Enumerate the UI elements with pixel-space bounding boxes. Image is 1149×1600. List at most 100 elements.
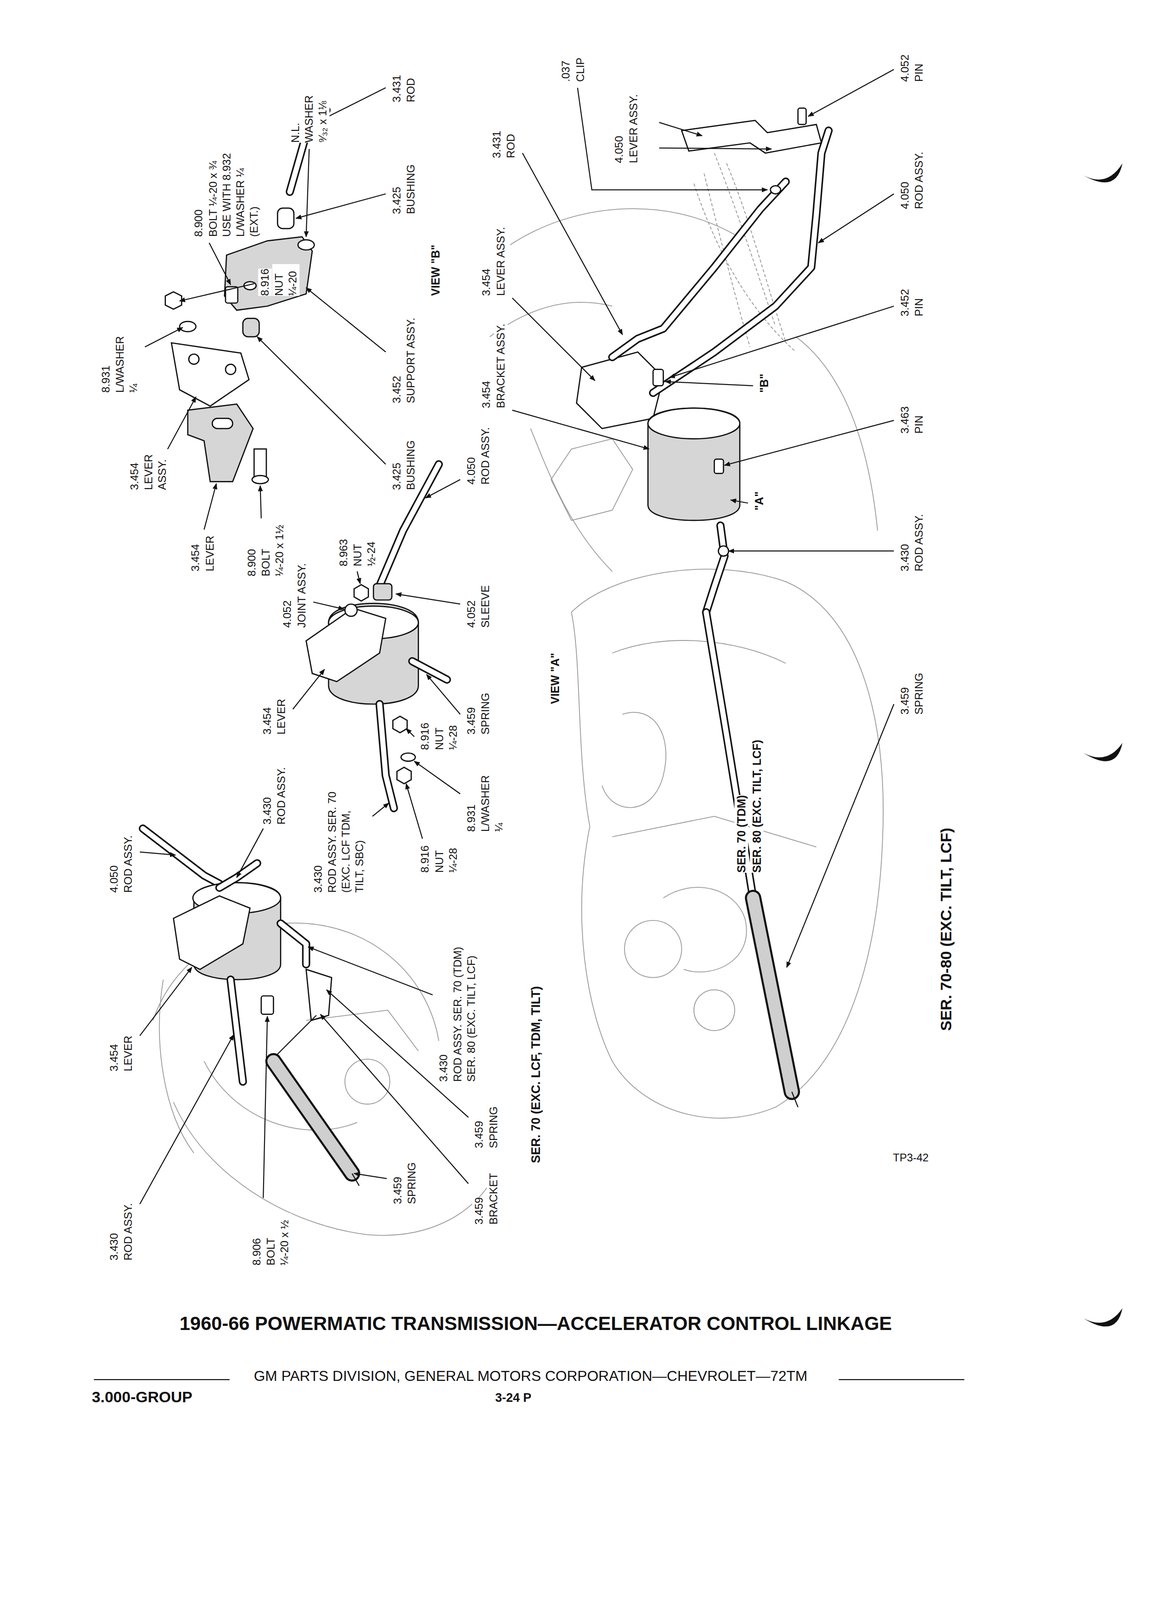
callout-number: 8.906: [249, 1238, 264, 1266]
lever-assembly: [171, 342, 250, 406]
transmission-outline: [571, 569, 884, 1119]
joint: [344, 604, 358, 617]
leader-line: [665, 381, 754, 386]
label-holder: BRACKET: [486, 1173, 501, 1225]
callout-number: 3.452: [898, 289, 912, 317]
label-holder: ROD ASSY.: [121, 1202, 135, 1260]
engine-outline: [795, 336, 878, 531]
rod: [706, 525, 725, 613]
leader-line: [522, 153, 623, 335]
label-holder: 8.906: [249, 1238, 264, 1266]
label-holder: SPRING: [478, 692, 493, 735]
leader-line: [395, 594, 460, 605]
label-holder: LEVER ASSY.: [626, 94, 641, 164]
callout-number: 3.430: [260, 797, 275, 825]
callout-number: 3.425: [389, 462, 404, 490]
engine-outline: [612, 640, 786, 664]
part-name: SLEEVE: [478, 584, 493, 628]
label-holder: 3-24 P: [495, 1389, 532, 1406]
rod: [230, 979, 243, 1082]
callout-number: 3.430: [107, 1233, 121, 1261]
part-name: ROD ASSY.: [912, 514, 926, 572]
leader-line: [724, 420, 895, 466]
label-holder: 3.454: [188, 544, 203, 572]
label-holder: ROD ASSY. SER. 70 (TDM) SER. 80 (EXC. TI…: [450, 945, 479, 1082]
part-name: SPRING: [486, 1106, 501, 1149]
leader-line: [139, 851, 176, 855]
bushing: [277, 208, 295, 229]
part-name: BUSHING: [404, 439, 418, 490]
engine-sketch: [489, 153, 884, 1119]
part-name: NUT ¼-28: [432, 840, 460, 873]
rod: [612, 181, 786, 358]
series-note: SER. 70 (TDM): [734, 794, 749, 873]
label-holder: 3.459: [390, 1176, 405, 1204]
part-name: ROD ASSY.: [121, 835, 135, 893]
nut: [165, 291, 182, 310]
view-label: VIEW "A": [548, 653, 562, 705]
label-holder: 3.454: [479, 268, 494, 296]
spring: [273, 1061, 353, 1174]
lever-slot: [212, 418, 233, 429]
wire: [704, 173, 750, 348]
label-holder: LEVER: [203, 535, 217, 572]
label-holder: 8.900: [191, 209, 206, 237]
label-holder: 3.430: [311, 865, 325, 893]
label-holder: 4.052: [280, 600, 295, 628]
label-holder: JOINT ASSY.: [294, 563, 309, 628]
label-holder: SER. 70-80 (EXC. TILT, LCF): [936, 827, 955, 1031]
leader-line: [236, 828, 264, 878]
engine-outline: [663, 887, 747, 972]
part-name: BRACKET: [486, 1173, 501, 1225]
label-holder: ROD ASSY. SER. 70 (EXC. LCF TDM, TILT, S…: [325, 788, 367, 893]
spring: [412, 661, 447, 680]
leader-line: [659, 122, 702, 136]
label-holder: SPRING: [912, 672, 926, 715]
leader-line: [292, 669, 325, 710]
callout-number: 3.463: [898, 406, 912, 434]
callout-number: 3.459: [472, 1120, 486, 1149]
label-holder: NUT ¼-28: [432, 840, 460, 873]
callout-number: 8.931: [99, 365, 113, 393]
footer-rule: [94, 1378, 230, 1380]
nut: [354, 584, 369, 601]
label-holder: BOLT ¼-20 x 1½: [259, 524, 287, 577]
figure-code: TP3-42: [892, 1150, 929, 1165]
lock-washer: [400, 753, 415, 762]
part-name: SUPPORT ASSY.: [404, 317, 418, 404]
spring-hook: [352, 1173, 360, 1186]
label-holder: 3.425: [389, 462, 404, 490]
part-name: LEVER ASSY.: [141, 449, 170, 490]
pin: [653, 369, 664, 386]
leader-line: [414, 761, 461, 795]
label-holder: 3.454: [107, 1044, 121, 1072]
leader-line: [263, 1016, 268, 1199]
clip: [770, 185, 781, 195]
binder-mark: [1083, 742, 1123, 761]
nut: [392, 716, 407, 733]
callout-number: 3.459: [464, 707, 479, 735]
spring: [753, 898, 792, 1093]
label-holder: SPRING: [404, 1162, 419, 1204]
part-name: PIN: [912, 415, 926, 434]
label-holder: 4.052: [898, 54, 912, 82]
part-name: JOINT ASSY.: [294, 563, 309, 628]
label-holder: ROD: [504, 134, 518, 159]
part-name: SPRING: [404, 1162, 419, 1204]
leader-line: [425, 479, 460, 498]
callout-number: 3.452: [389, 375, 404, 404]
label-holder: 4.050: [612, 135, 626, 164]
engine-outline: [159, 979, 195, 1154]
label-holder: L/WASHER ¼: [113, 333, 141, 393]
label-holder: TP3-42: [892, 1150, 929, 1165]
leader-line: [144, 327, 183, 348]
callout-number: 3.430: [311, 865, 325, 893]
part-name: L/WASHER ¼: [113, 333, 141, 393]
label-holder: 8.916: [418, 845, 432, 873]
part-name: BOLT ¼-20 x ¾ USE WITH 8.932 L/WASHER ¼ …: [206, 145, 261, 237]
engine-outline: [489, 302, 613, 337]
bolt: [254, 449, 267, 478]
label-holder: 4.050: [107, 865, 121, 893]
part-name: ROD ASSY. SER. 70 (EXC. LCF TDM, TILT, S…: [325, 788, 367, 893]
